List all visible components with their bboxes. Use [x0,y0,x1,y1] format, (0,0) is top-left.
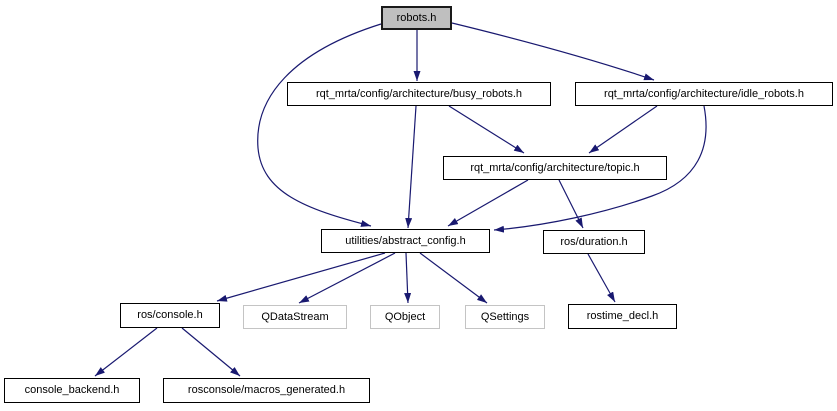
graph-node-rostime_decl[interactable]: rostime_decl.h [568,304,677,329]
graph-node-label: QDataStream [261,310,329,323]
graph-node-qobject: QObject [370,305,440,329]
edge-abstract_config-to-qdatastream [298,252,396,304]
edges-group [94,22,707,377]
edge-topic-to-abstract_config [447,179,529,227]
graph-node-label: rosconsole/macros_generated.h [187,384,346,396]
graph-node-console_backend[interactable]: console_backend.h [4,378,140,403]
edge-idle_robots-to-topic [588,105,658,154]
edge-console-to-macros_generated [181,327,241,377]
graph-node-busy_robots[interactable]: rqt_mrta/config/architecture/busy_robots… [287,82,551,106]
graph-node-label: ros/duration.h [560,235,628,248]
graph-node-label: rostime_decl.h [586,310,659,322]
edge-robots-to-idle_robots [451,22,655,81]
edge-robots-to-abstract_config [257,23,382,227]
edge-abstract_config-to-qsettings [419,252,488,304]
edge-duration-to-rostime_decl [587,253,616,303]
graph-node-console[interactable]: ros/console.h [120,303,220,328]
graph-node-label: ros/console.h [137,309,203,321]
graph-node-label: rqt_mrta/config/architecture/busy_robots… [315,87,523,100]
graph-node-label: rqt_mrta/config/architecture/topic.h [470,161,640,174]
graph-node-duration[interactable]: ros/duration.h [543,230,645,254]
graph-node-abstract_config[interactable]: utilities/abstract_config.h [321,229,490,253]
edge-busy_robots-to-abstract_config [405,105,417,229]
graph-node-label: utilities/abstract_config.h [345,234,466,247]
graph-node-idle_robots[interactable]: rqt_mrta/config/architecture/idle_robots… [575,82,833,106]
graph-node-qsettings: QSettings [465,305,545,329]
graph-node-label: QObject [384,310,426,323]
graph-node-label: console_backend.h [24,384,120,396]
edge-abstract_config-to-qobject [404,252,412,304]
graph-node-topic[interactable]: rqt_mrta/config/architecture/topic.h [443,156,667,180]
graph-node-qdatastream: QDataStream [243,305,347,329]
edge-abstract_config-to-console [216,252,386,302]
edge-console-to-console_backend [94,327,158,377]
graph-node-label: QSettings [480,310,530,323]
graph-node-label: rqt_mrta/config/architecture/idle_robots… [604,87,804,100]
edge-busy_robots-to-topic [448,105,525,154]
edge-idle_robots-to-abstract_config [493,105,707,233]
graph-node-label: robots.h [396,11,437,24]
edge-topic-to-duration [558,179,584,229]
graph-node-robots: robots.h [381,6,452,30]
graph-node-macros_generated[interactable]: rosconsole/macros_generated.h [163,378,370,403]
